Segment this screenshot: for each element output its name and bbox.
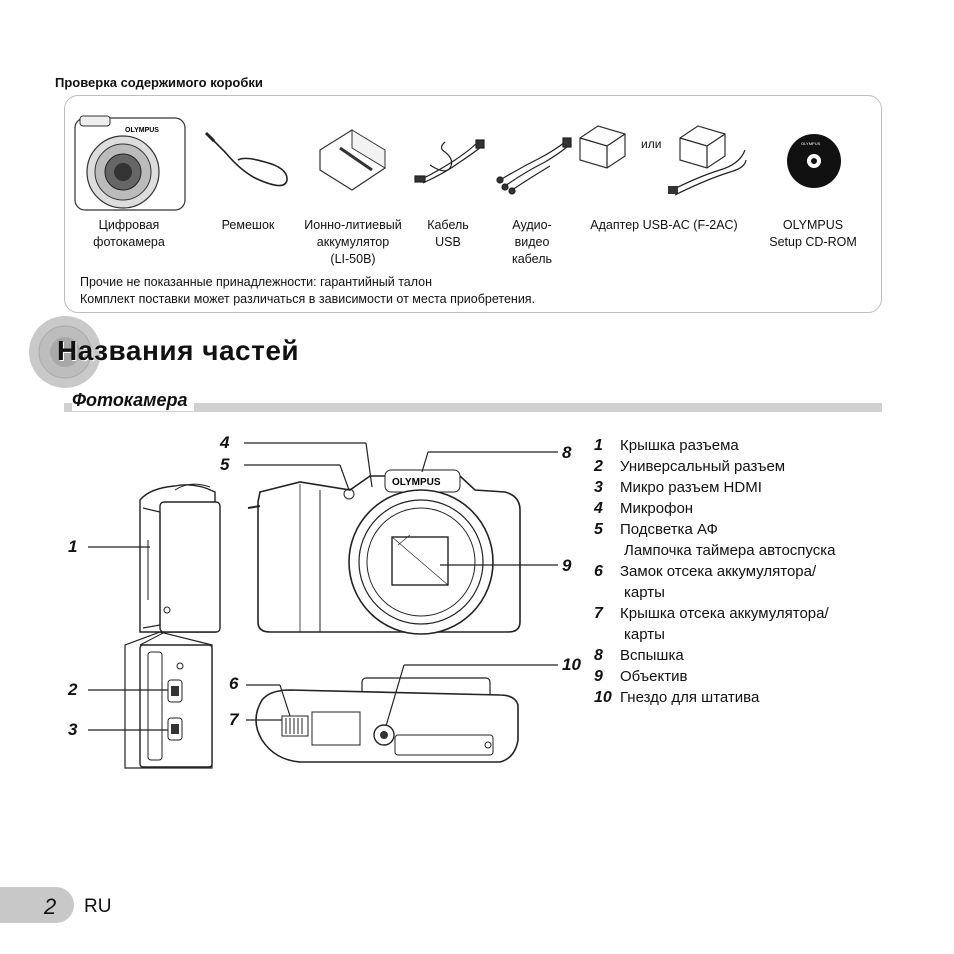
usb-ac-adapter-illustration-1	[579, 125, 626, 169]
box-contents-title: Проверка содержимого коробки	[55, 75, 263, 90]
item-adapter-label: Адаптер USB-AC (F-2AC)	[590, 218, 738, 232]
callout-10: 10	[562, 655, 581, 674]
av-cable-illustration	[496, 137, 572, 195]
callout-3: 3	[68, 720, 78, 739]
usb-ac-adapter-illustration-2	[668, 125, 747, 196]
svg-text:OLYMPUS: OLYMPUS	[125, 127, 159, 134]
cd-rom-illustration: OLYMPUS	[787, 134, 841, 188]
battery-illustration	[319, 129, 386, 191]
callout-7: 7	[229, 710, 239, 729]
page-number: 2	[44, 894, 57, 919]
camera-illustration: OLYMPUS	[74, 115, 186, 211]
section-title: Фотокамера	[72, 390, 194, 411]
callout-6: 6	[229, 674, 239, 693]
page-title: Названия частей	[57, 335, 300, 366]
svg-text:OLYMPUS: OLYMPUS	[392, 477, 441, 488]
callout-4: 4	[220, 433, 230, 452]
callout-2: 2	[68, 680, 78, 699]
usb-cable-illustration	[414, 139, 485, 184]
box-contents-frame	[64, 95, 882, 313]
callout-8: 8	[562, 443, 572, 462]
svg-text:OLYMPUS: OLYMPUS	[801, 141, 821, 146]
or-label: или	[641, 137, 662, 151]
page-number-tab	[0, 887, 74, 923]
heading-lens-decoration	[29, 316, 101, 388]
callout-1: 1	[68, 537, 78, 556]
list-item-continuation: карты	[624, 584, 665, 601]
callout-5: 5	[220, 455, 230, 474]
page-language: RU	[84, 896, 112, 917]
item-strap-label: Ремешок	[221, 218, 275, 232]
box-note-2: Комплект поставки может различаться в за…	[80, 292, 536, 306]
box-note-1: Прочие не показанные принадлежности: гар…	[80, 275, 433, 289]
list-item-continuation: Лампочка таймера автоспуска	[624, 542, 836, 559]
strap-illustration	[204, 131, 288, 187]
camera-front-view: OLYMPUS	[247, 469, 521, 635]
camera-bottom-view	[255, 677, 519, 763]
camera-side-view	[139, 483, 221, 633]
camera-side-view-detail	[124, 631, 213, 769]
section-bar	[64, 403, 882, 412]
list-item-continuation: карты	[624, 626, 665, 643]
callout-9: 9	[562, 556, 572, 575]
